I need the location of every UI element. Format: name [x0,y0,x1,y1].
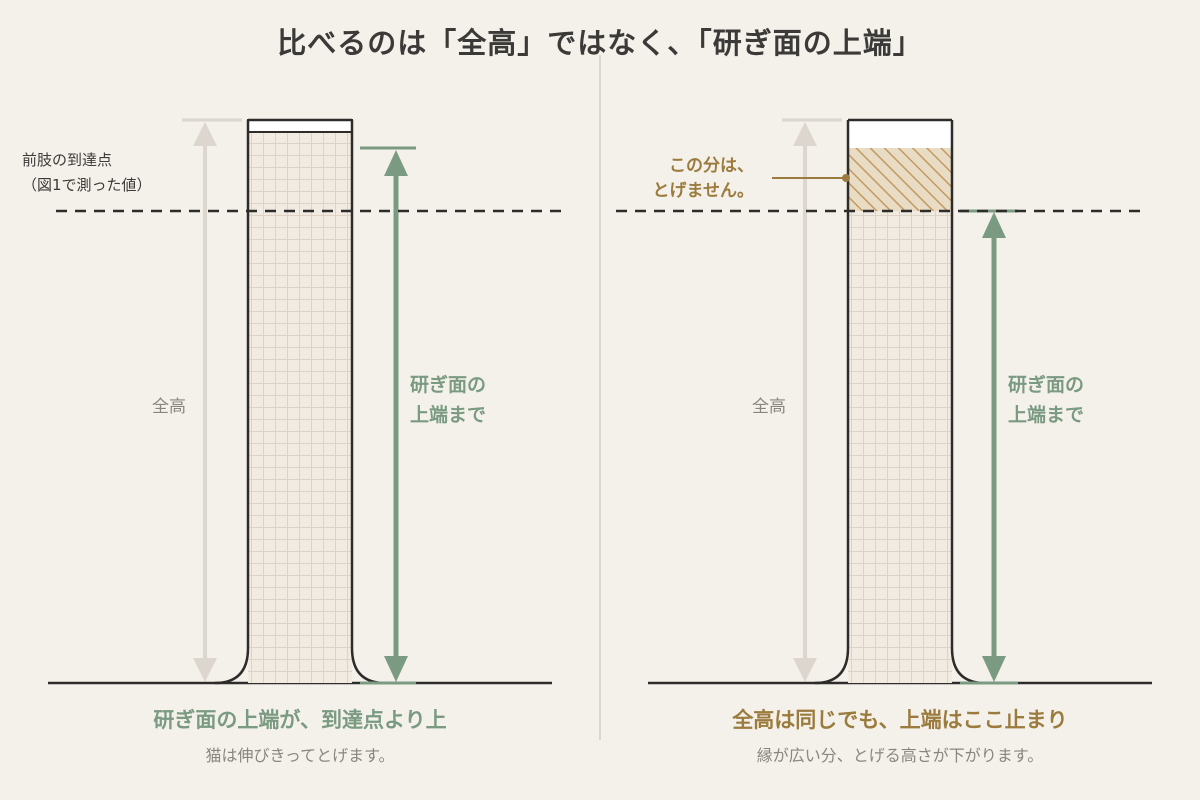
sharpen-height-arrow [360,146,416,685]
right-caption-sub: 縁が広い分、とげる高さが下がります。 [756,746,1044,765]
right-caption-main: 全高は同じでも、上端はここ止まり [732,708,1068,732]
post-cap [247,119,353,133]
full-height-arrow [782,118,842,682]
scratching-post [214,118,386,685]
reach-label: 前肢の到達点 （図1で測った値） [22,151,152,194]
left-panel [48,118,568,685]
left-caption: 研ぎ面の上端が、到達点より上 猫は伸びきってとげます。 [0,704,600,766]
cannot-label: この分は、 とげません。 [652,156,755,201]
left-caption-sub: 猫は伸びきってとげます。 [205,746,395,765]
full-height-label: 全高 [152,397,186,417]
sisal-surface [248,132,352,683]
cannot-pointer [772,174,850,182]
right-panel [616,118,1152,685]
sharpen-height-label: 研ぎ面の 上端まで [1008,374,1085,426]
sharpen-height-arrow [960,209,1018,685]
full-height-label: 全高 [752,397,786,417]
page-title: 比べるのは「全高」ではなく、「研ぎ面の上端」 [277,26,923,60]
right-caption: 全高は同じでも、上端はここ止まり 縁が広い分、とげる高さが下がります。 [600,704,1200,766]
full-height-arrow [182,118,242,682]
unreachable-zone [848,148,952,211]
scratching-post [814,118,986,685]
post-cap [848,120,952,148]
sharpen-height-label: 研ぎ面の 上端まで [410,374,487,426]
sisal-surface [848,211,952,683]
left-caption-main: 研ぎ面の上端が、到達点より上 [153,708,447,732]
